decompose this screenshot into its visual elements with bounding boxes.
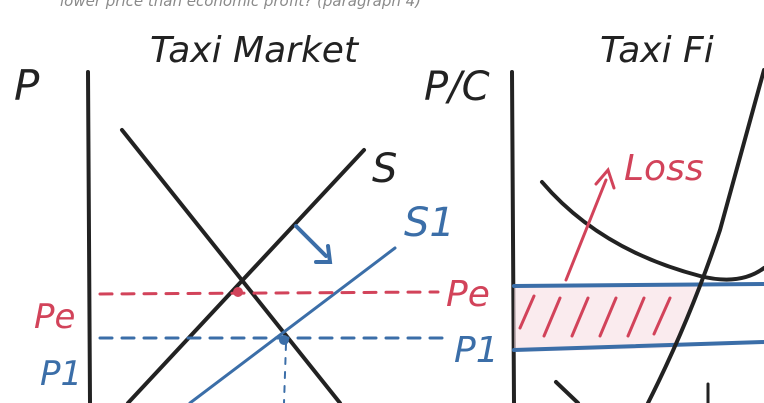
mc-curve bbox=[646, 68, 764, 403]
left-y-axis-label: P bbox=[14, 61, 40, 110]
taxi-firm-panel: P/C Taxi Fi Loss bbox=[424, 30, 764, 403]
taxi-market-panel: P Taxi Market S S1 Pe P1 Pe P1 bbox=[14, 30, 499, 403]
right-pe-label: Pe bbox=[446, 274, 490, 315]
bottom-stroke-left bbox=[554, 380, 580, 403]
new-supply-curve bbox=[188, 246, 397, 403]
left-y-axis bbox=[86, 70, 92, 403]
left-p1-label: P1 bbox=[40, 354, 82, 394]
left-pe-label: Pe bbox=[34, 297, 75, 337]
supply-shift-arrow bbox=[294, 224, 328, 258]
loss-hatching bbox=[518, 294, 672, 338]
right-y-axis bbox=[510, 70, 516, 403]
header-text: lower price than economic profit? (parag… bbox=[60, 0, 421, 10]
demand-curve bbox=[120, 128, 342, 403]
firm-p1-line bbox=[512, 340, 764, 352]
new-equilibrium-point bbox=[279, 335, 289, 345]
loss-label: Loss bbox=[624, 148, 704, 189]
new-supply-curve-label: S1 bbox=[404, 200, 455, 246]
equilibrium-price-line bbox=[98, 290, 440, 296]
right-p1-label: P1 bbox=[454, 330, 499, 371]
loss-arrow bbox=[564, 178, 608, 282]
atc-curve bbox=[540, 180, 764, 282]
left-panel-title: Taxi Market bbox=[150, 30, 360, 71]
right-y-axis-label: P/C bbox=[424, 64, 490, 110]
supply-shift-arrowhead bbox=[314, 244, 333, 264]
new-quantity-line bbox=[283, 343, 287, 403]
loss-arrowhead bbox=[594, 167, 616, 190]
supply-curve bbox=[126, 148, 366, 403]
equilibrium-point bbox=[233, 287, 243, 297]
firm-pe-line bbox=[512, 282, 764, 288]
right-panel-title: Taxi Fi bbox=[600, 30, 714, 71]
supply-curve-label: S bbox=[372, 146, 397, 192]
